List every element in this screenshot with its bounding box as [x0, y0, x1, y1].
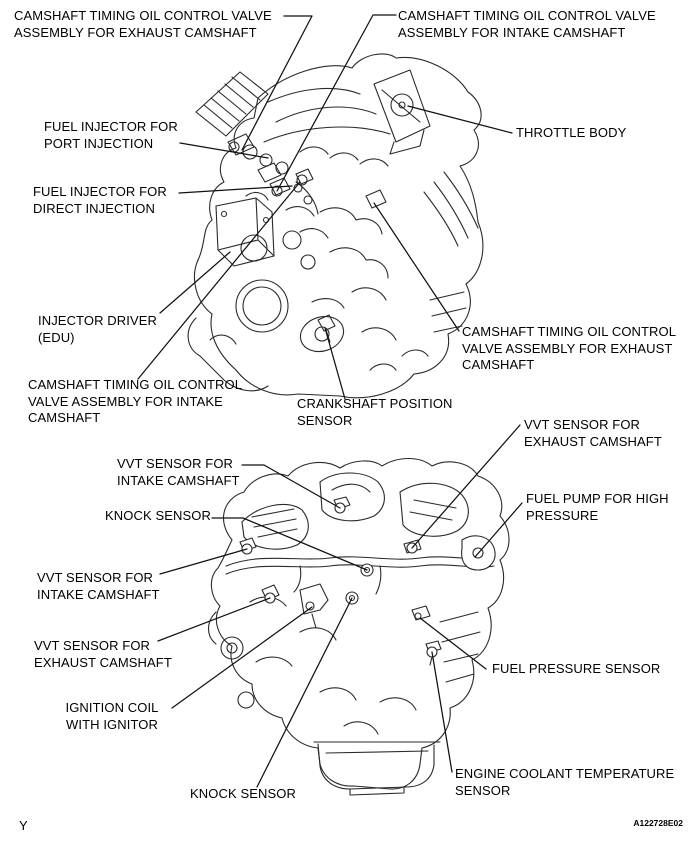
label-line: FUEL PRESSURE SENSOR [492, 661, 661, 676]
label-line: PRESSURE [526, 507, 599, 523]
label-line: KNOCK SENSOR [190, 786, 296, 801]
label-line: VVT SENSOR FOR [524, 417, 641, 432]
label-line: VALVE ASSEMBLY FOR EXHAUST [462, 340, 673, 356]
page-marker: Y [19, 818, 28, 833]
leader-knock-upper [211, 517, 368, 571]
label-line: FUEL PUMP FOR HIGH [526, 491, 669, 506]
leader-vvt-intake-left [159, 548, 248, 575]
engine-rear-illustration [207, 457, 510, 796]
label-line: CAMSHAFT TIMING OIL CONTROL VALVE [14, 8, 272, 23]
label-line: VVT SENSOR FOR [37, 570, 154, 585]
leader-ocv-exhaust-lower-right [373, 202, 460, 332]
label-line: WITH IGNITOR [66, 716, 158, 732]
leader-vvt-exhaust-right [411, 424, 521, 549]
leader-injector-driver [159, 251, 231, 314]
leader-ocv-intake-right [276, 14, 397, 192]
engine-front-illustration [187, 53, 484, 399]
label-knock-sensor-lower: KNOCK SENSOR [190, 786, 296, 803]
label-vvt-exhaust-left: VVT SENSOR FOR EXHAUST CAMSHAFT [34, 638, 172, 671]
label-line: ASSEMBLY FOR EXHAUST CAMSHAFT [14, 24, 257, 40]
leader-fuel-injector-port [179, 142, 269, 159]
leader-ignition-coil [171, 606, 313, 709]
label-line: PORT INJECTION [44, 135, 154, 151]
label-line: DIRECT INJECTION [33, 200, 155, 216]
label-line: ASSEMBLY FOR INTAKE CAMSHAFT [398, 24, 626, 40]
leader-vvt-intake-upper [241, 464, 341, 509]
label-line: CAMSHAFT TIMING OIL CONTROL [462, 324, 677, 339]
label-line: INTAKE CAMSHAFT [37, 586, 160, 602]
leader-fuel-injector-direct [178, 185, 293, 194]
leader-throttle-body [407, 105, 513, 134]
label-ocv-exhaust-camshaft-lower-right: CAMSHAFT TIMING OIL CONTROL VALVE ASSEMB… [462, 324, 676, 374]
leader-crankshaft-position-sensor [324, 327, 346, 400]
label-injector-driver-edu: INJECTOR DRIVER (EDU) [38, 313, 157, 346]
leader-lines [137, 14, 523, 788]
label-fuel-injector-port: FUEL INJECTOR FOR PORT INJECTION [44, 119, 178, 152]
label-crankshaft-position-sensor: CRANKSHAFT POSITION SENSOR [297, 396, 453, 429]
label-line: CAMSHAFT TIMING OIL CONTROL [28, 377, 243, 392]
leader-engine-coolant-temp-sensor [431, 651, 453, 773]
label-ignition-coil: IGNITION COIL WITH IGNITOR [56, 700, 168, 733]
label-line: SENSOR [297, 412, 353, 428]
label-line: VALVE ASSEMBLY FOR INTAKE [28, 393, 223, 409]
label-fuel-injector-direct: FUEL INJECTOR FOR DIRECT INJECTION [33, 184, 167, 217]
label-vvt-exhaust-right: VVT SENSOR FOR EXHAUST CAMSHAFT [524, 417, 662, 450]
label-line: THROTTLE BODY [516, 125, 627, 140]
label-ocv-exhaust-camshaft-top-left: CAMSHAFT TIMING OIL CONTROL VALVE ASSEMB… [14, 8, 272, 41]
label-line: FUEL INJECTOR FOR [44, 119, 178, 134]
label-ocv-intake-camshaft-lower-left: CAMSHAFT TIMING OIL CONTROL VALVE ASSEMB… [28, 377, 242, 427]
label-line: KNOCK SENSOR [105, 508, 211, 523]
label-line: (EDU) [38, 329, 75, 345]
label-throttle-body: THROTTLE BODY [516, 125, 626, 142]
label-line: INTAKE CAMSHAFT [117, 472, 240, 488]
label-knock-sensor-upper: KNOCK SENSOR [105, 508, 211, 525]
leader-fuel-pressure-sensor [419, 617, 487, 670]
label-ocv-intake-camshaft-top-right: CAMSHAFT TIMING OIL CONTROL VALVE ASSEMB… [398, 8, 656, 41]
label-line: CAMSHAFT TIMING OIL CONTROL VALVE [398, 8, 656, 23]
label-line: CRANKSHAFT POSITION [297, 396, 453, 411]
leader-vvt-exhaust-left [157, 597, 271, 642]
label-line: FUEL INJECTOR FOR [33, 184, 167, 199]
label-line: INJECTOR DRIVER [38, 313, 157, 328]
label-fuel-pump-high-pressure: FUEL PUMP FOR HIGH PRESSURE [526, 491, 669, 524]
label-line: EXHAUST CAMSHAFT [34, 654, 172, 670]
label-line: VVT SENSOR FOR [34, 638, 151, 653]
leader-fuel-pump [474, 502, 523, 558]
label-line: VVT SENSOR FOR [117, 456, 234, 471]
label-engine-coolant-temp-sensor: ENGINE COOLANT TEMPERATURE SENSOR [455, 766, 674, 799]
label-line: ENGINE COOLANT TEMPERATURE [455, 766, 675, 781]
label-fuel-pressure-sensor: FUEL PRESSURE SENSOR [492, 661, 660, 678]
label-line: SENSOR [455, 782, 511, 798]
label-line: EXHAUST CAMSHAFT [524, 433, 662, 449]
leader-ocv-intake-lower-left [137, 181, 301, 380]
figure-code: A122728E02 [633, 818, 683, 828]
label-line: IGNITION COIL [65, 700, 159, 715]
label-line: CAMSHAFT [462, 357, 535, 372]
label-vvt-intake-upper: VVT SENSOR FOR INTAKE CAMSHAFT [117, 456, 240, 489]
leader-ocv-exhaust-left [241, 15, 313, 151]
label-vvt-intake-left: VVT SENSOR FOR INTAKE CAMSHAFT [37, 570, 160, 603]
leader-knock-lower [256, 597, 353, 788]
label-line: CAMSHAFT [28, 410, 101, 425]
